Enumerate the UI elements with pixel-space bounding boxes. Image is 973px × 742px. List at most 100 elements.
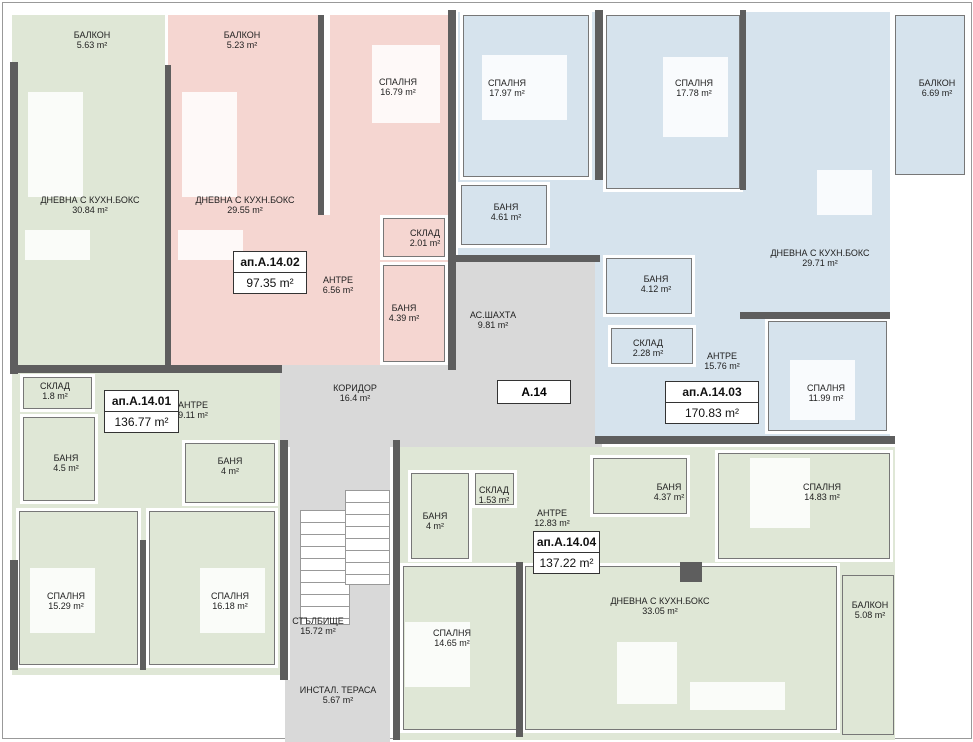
- sofa: [182, 92, 237, 197]
- apartment-total-area: 170.83 m²: [684, 406, 740, 420]
- apartment-label-14-02[interactable]: ап.А.14.02 97.35 m²: [233, 251, 307, 294]
- bed: [790, 360, 855, 420]
- stairs-down: [345, 490, 390, 585]
- dining-table: [817, 170, 872, 215]
- installation-terrace[interactable]: [285, 680, 390, 742]
- apt-14-04-living-room[interactable]: [522, 563, 840, 733]
- dining-table: [178, 230, 243, 260]
- bed: [372, 45, 440, 123]
- wall: [280, 440, 288, 680]
- bed: [750, 458, 810, 528]
- apt-14-01-balcony[interactable]: [12, 15, 165, 70]
- wall: [448, 10, 456, 370]
- apartment-number: ап.А.14.04: [534, 532, 599, 553]
- bed: [405, 622, 470, 687]
- bed: [200, 568, 265, 633]
- wall: [455, 255, 600, 262]
- wall: [165, 65, 171, 365]
- bed: [30, 568, 95, 633]
- apartment-total-area: 97.35 m²: [246, 276, 294, 290]
- dining-table: [617, 642, 677, 704]
- apt-14-04-bathroom-1[interactable]: [408, 470, 472, 562]
- wall: [680, 562, 702, 582]
- apt-14-03-bathroom-1[interactable]: [458, 182, 550, 248]
- apt-14-02-balcony[interactable]: [168, 15, 318, 70]
- apt-14-01-bathroom-1[interactable]: [20, 414, 98, 504]
- apt-14-02-bathroom[interactable]: [380, 262, 448, 365]
- apt-14-03-bathroom-2[interactable]: [603, 255, 695, 317]
- elevator-shaft: [455, 258, 595, 365]
- apt-14-03-balcony[interactable]: [895, 15, 965, 175]
- wall: [595, 10, 603, 180]
- apartment-number: ап.А.14.03: [666, 382, 758, 403]
- apt-14-04-storage[interactable]: [472, 470, 517, 508]
- apartment-number: ап.А.14.02: [234, 252, 306, 273]
- wall: [740, 312, 890, 319]
- bed: [663, 57, 728, 137]
- bed: [482, 55, 567, 120]
- apt-14-02-storage[interactable]: [380, 215, 448, 260]
- wall: [393, 440, 400, 740]
- apt-14-01-bathroom-2[interactable]: [182, 440, 278, 506]
- wall: [12, 365, 282, 373]
- apartment-total-area: 137.22 m²: [539, 556, 594, 570]
- apartment-number: ап.А.14.01: [105, 391, 178, 412]
- wall: [140, 540, 146, 670]
- wall: [595, 436, 895, 444]
- apartment-label-14-04[interactable]: ап.А.14.04 137.22 m²: [533, 531, 600, 574]
- apt-14-04-balcony[interactable]: [842, 575, 894, 735]
- apartment-label-14-03[interactable]: ап.А.14.03 170.83 m²: [665, 381, 759, 424]
- apt-14-01-storage[interactable]: [20, 374, 95, 412]
- wall: [318, 15, 324, 215]
- stairs-up: [300, 510, 350, 625]
- apt-14-03-storage[interactable]: [608, 325, 696, 367]
- wall: [740, 10, 746, 190]
- wall: [10, 62, 18, 374]
- sofa: [28, 92, 83, 197]
- corridor[interactable]: [280, 365, 602, 447]
- apartment-total-area: 136.77 m²: [114, 415, 169, 429]
- wall: [516, 562, 523, 737]
- apt-14-04-bathroom-2[interactable]: [590, 455, 690, 517]
- apartment-label-14-01[interactable]: ап.А.14.01 136.77 m²: [104, 390, 179, 433]
- sofa: [690, 682, 785, 710]
- wall: [10, 560, 18, 670]
- floor-tag: А.14: [497, 380, 571, 404]
- dining-table: [25, 230, 90, 260]
